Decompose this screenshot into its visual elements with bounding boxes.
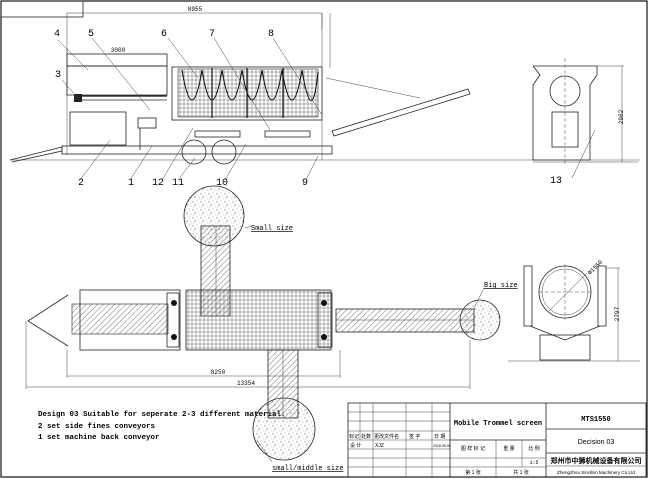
part-label-2: 2 (78, 178, 84, 189)
part-label-10: 10 (216, 178, 228, 189)
label-middle-size: small/middle size (272, 465, 343, 473)
big-size-pile (459, 299, 501, 341)
tb-sheet: 第 1 张 (465, 469, 481, 476)
end-view-top: 2962 (532, 58, 638, 166)
note-line-2: 2 set side fines conveyors (38, 423, 156, 431)
tb-sign: 签 字 (409, 433, 420, 440)
part-label-1: 1 (128, 178, 134, 189)
dim-plan-overall: 13354 (237, 380, 255, 387)
part-label-4: 4 (54, 29, 60, 40)
part-label-5: 5 (88, 29, 94, 40)
motor (137, 117, 157, 129)
tb-weight-label: 重 量 (503, 445, 514, 452)
note-line-3: 1 set machine back conveyor (38, 434, 160, 442)
tow-bar (9, 146, 63, 163)
middle-size-pile (252, 397, 316, 461)
back-conveyor-plan (335, 308, 475, 333)
tb-designer-label: 设 计 (350, 442, 361, 449)
dim-end-height: 2797 (614, 306, 621, 321)
part-label-9: 9 (302, 178, 308, 189)
hopper-body (66, 65, 168, 96)
tb-company-cn: 郑州市中狮机械设备有限公司 (551, 456, 642, 465)
dim-plan-inner: 8250 (211, 369, 226, 376)
tb-mark: 标记 (349, 433, 359, 440)
tb-total: 共 1 张 (513, 469, 529, 476)
plan-tow-hitch (27, 294, 69, 347)
tb-decision: Decision 03 (578, 439, 615, 446)
side-elevation: 8955 3000 (9, 6, 640, 189)
title-block: 标记 处数 更改文件名 签 字 日 期 设 计 XJZ 2018.05.06 M… (347, 402, 647, 478)
tb-file: 更改文件名 (374, 433, 399, 440)
back-conveyor (331, 88, 471, 137)
note-line-1: Design 03 Suitable for seperate 2-3 diff… (38, 411, 286, 419)
part-label-3: 3 (55, 70, 61, 81)
plan-view: Small size Big size small/middle size 82… (25, 185, 518, 473)
dim-hopper-length: 3000 (111, 47, 126, 54)
engine-box (69, 111, 127, 146)
dim-side-height: 2962 (618, 109, 625, 124)
end-view-bottom: 2797 Φ1550 (508, 258, 640, 362)
tb-design-date: 2018.05.06 (433, 444, 451, 448)
plan-trommel (185, 289, 332, 351)
part-label-12: 12 (152, 178, 164, 189)
tb-model: MTS1550 (581, 416, 610, 424)
notes: Design 03 Suitable for seperate 2-3 diff… (38, 411, 286, 442)
wheel-1 (181, 139, 207, 165)
dim-overall-length: 8955 (188, 6, 203, 13)
tb-product-name: Mobile Trommel screen (454, 420, 542, 428)
tb-drawing-mark-label: 图 样 标 记 (461, 445, 485, 452)
wheel-2 (211, 139, 237, 165)
part-label-7: 7 (209, 29, 215, 40)
part-label-8: 8 (268, 29, 274, 40)
part-label-6: 6 (161, 29, 167, 40)
part-label-11: 11 (172, 178, 184, 189)
part-label-13: 13 (550, 176, 562, 187)
label-big-size: Big size (484, 282, 518, 290)
tb-date: 日 期 (434, 434, 445, 440)
tb-scale: 1:5 (529, 460, 538, 466)
tb-scale-label: 比 例 (528, 445, 539, 452)
corner-box (0, 0, 84, 18)
tb-company-en: Zhengzhou Sinollon Machinery Co.Ltd (557, 470, 635, 475)
tb-count: 处数 (361, 433, 371, 440)
dim-drum-diameter: Φ1550 (586, 258, 604, 276)
label-small-size: Small size (251, 225, 293, 233)
tb-designer: XJZ (375, 443, 384, 449)
